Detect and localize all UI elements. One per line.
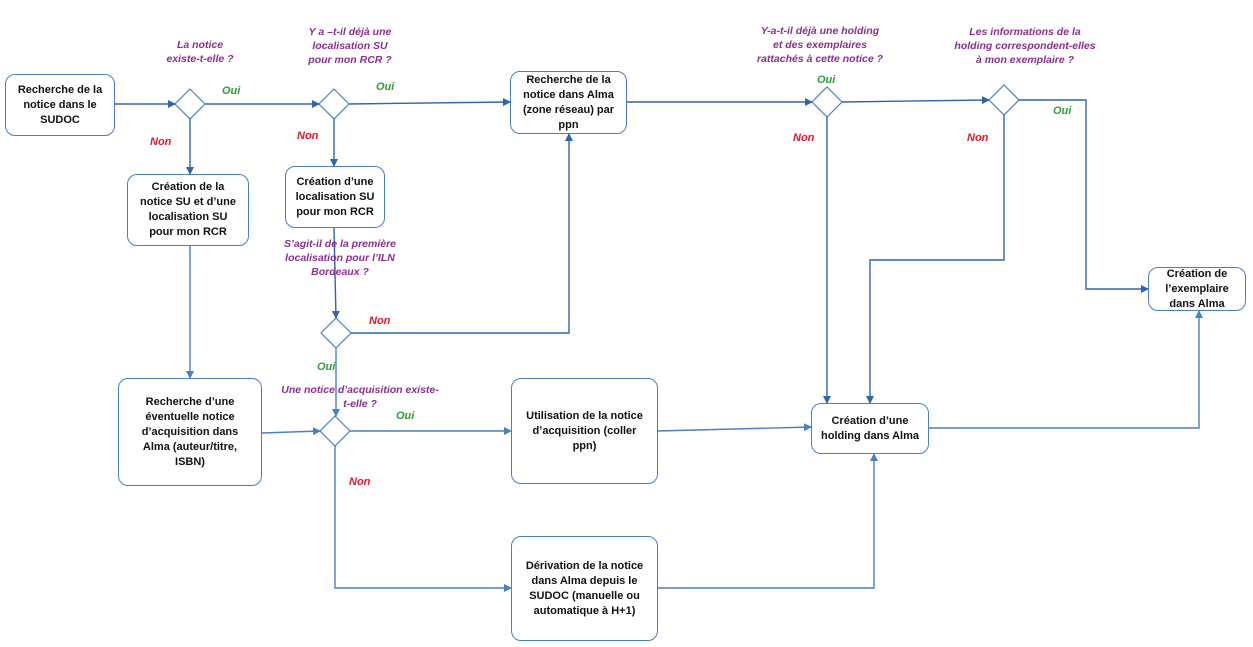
label-oui-d6: Oui — [1053, 105, 1072, 117]
box-derivation-notice-text: Dérivation de la notice dans Alma depuis… — [525, 559, 644, 617]
decision-diamond-4 — [319, 415, 351, 447]
label-non-d5: Non — [793, 132, 815, 144]
arrow-utilisation-to-holding — [657, 423, 812, 432]
box-recherche-alma: Recherche de la notice dans Alma (zone r… — [510, 71, 627, 134]
box-utilisation-acquisition-text: Utilisation de la notice d’acquisition (… — [526, 409, 643, 452]
question-localisation-su: Y a –t-il déjà une localisation SU pour … — [308, 26, 392, 66]
arrow-holding-to-exemplaire — [929, 310, 1203, 429]
arrow-d6-non-to-holding — [866, 115, 1005, 404]
label-oui-d3: Oui — [317, 361, 336, 373]
box-creation-localisation-su: Création d’une localisation SU pour mon … — [285, 166, 385, 228]
arrow-d2-oui-to-alma — [348, 98, 511, 107]
arrow-d5-oui-to-d6 — [841, 96, 990, 105]
label-non-d1: Non — [150, 136, 172, 148]
label-oui-d5: Oui — [817, 74, 836, 86]
box-derivation-notice: Dérivation de la notice dans Alma depuis… — [511, 536, 658, 641]
decision-diamond-6 — [988, 84, 1020, 116]
label-oui-d2: Oui — [376, 81, 395, 93]
label-non-d2: Non — [297, 130, 319, 142]
box-creation-exemplaire-text: Création de l’exemplaire dans Alma — [1165, 267, 1229, 310]
question-notice-acquisition: Une notice d’acquisition existe- t-elle … — [281, 384, 439, 410]
question-holding-correspond: Les informations de la holding correspon… — [954, 26, 1096, 66]
box-creation-holding-text: Création d’une holding dans Alma — [821, 414, 919, 442]
decision-diamond-1 — [174, 88, 206, 120]
box-recherche-sudoc-text: Recherche de la notice dans le SUDOC — [17, 83, 103, 126]
arrow-d4-non-to-derivation — [334, 446, 512, 592]
box-creation-localisation-su-text: Création d’une localisation SU pour mon … — [295, 175, 375, 218]
question-notice-existe: La notice existe-t-elle ? — [166, 39, 234, 65]
arrow-creation-loc-to-d3 — [331, 227, 340, 319]
label-oui-d1: Oui — [222, 85, 241, 97]
box-recherche-acquisition-text: Recherche d’une éventuelle notice d’acqu… — [141, 395, 239, 468]
box-recherche-alma-text: Recherche de la notice dans Alma (zone r… — [522, 73, 615, 131]
box-recherche-acquisition: Recherche d’une éventuelle notice d’acqu… — [118, 378, 262, 486]
decision-diamond-2 — [318, 88, 350, 120]
question-holding-exemplaires: Y-a-t-il déjà une holding et des exempla… — [756, 25, 884, 65]
box-creation-holding: Création d’une holding dans Alma — [811, 403, 929, 454]
box-creation-exemplaire: Création de l’exemplaire dans Alma — [1148, 267, 1246, 311]
label-non-d4: Non — [349, 476, 371, 488]
box-recherche-sudoc: Recherche de la notice dans le SUDOC — [5, 74, 115, 136]
label-non-d6: Non — [967, 132, 989, 144]
decision-diamond-5 — [811, 86, 843, 118]
question-premiere-localisation: S’agit-il de la première localisation po… — [283, 238, 397, 278]
label-oui-d4: Oui — [396, 410, 415, 422]
arrow-derivation-to-holding — [658, 453, 878, 589]
arrow-d6-oui-to-exemplaire — [1019, 99, 1149, 293]
decision-diamond-3 — [320, 317, 352, 349]
label-non-d3: Non — [369, 315, 391, 327]
arrow-d3-non-to-alma — [351, 133, 573, 334]
box-creation-notice-su-text: Création de la notice SU et d’une locali… — [140, 181, 236, 238]
box-creation-notice-su: Création de la notice SU et d’une locali… — [127, 174, 249, 246]
box-utilisation-acquisition: Utilisation de la notice d’acquisition (… — [511, 378, 658, 484]
arrow-acq-to-d4 — [261, 427, 321, 436]
